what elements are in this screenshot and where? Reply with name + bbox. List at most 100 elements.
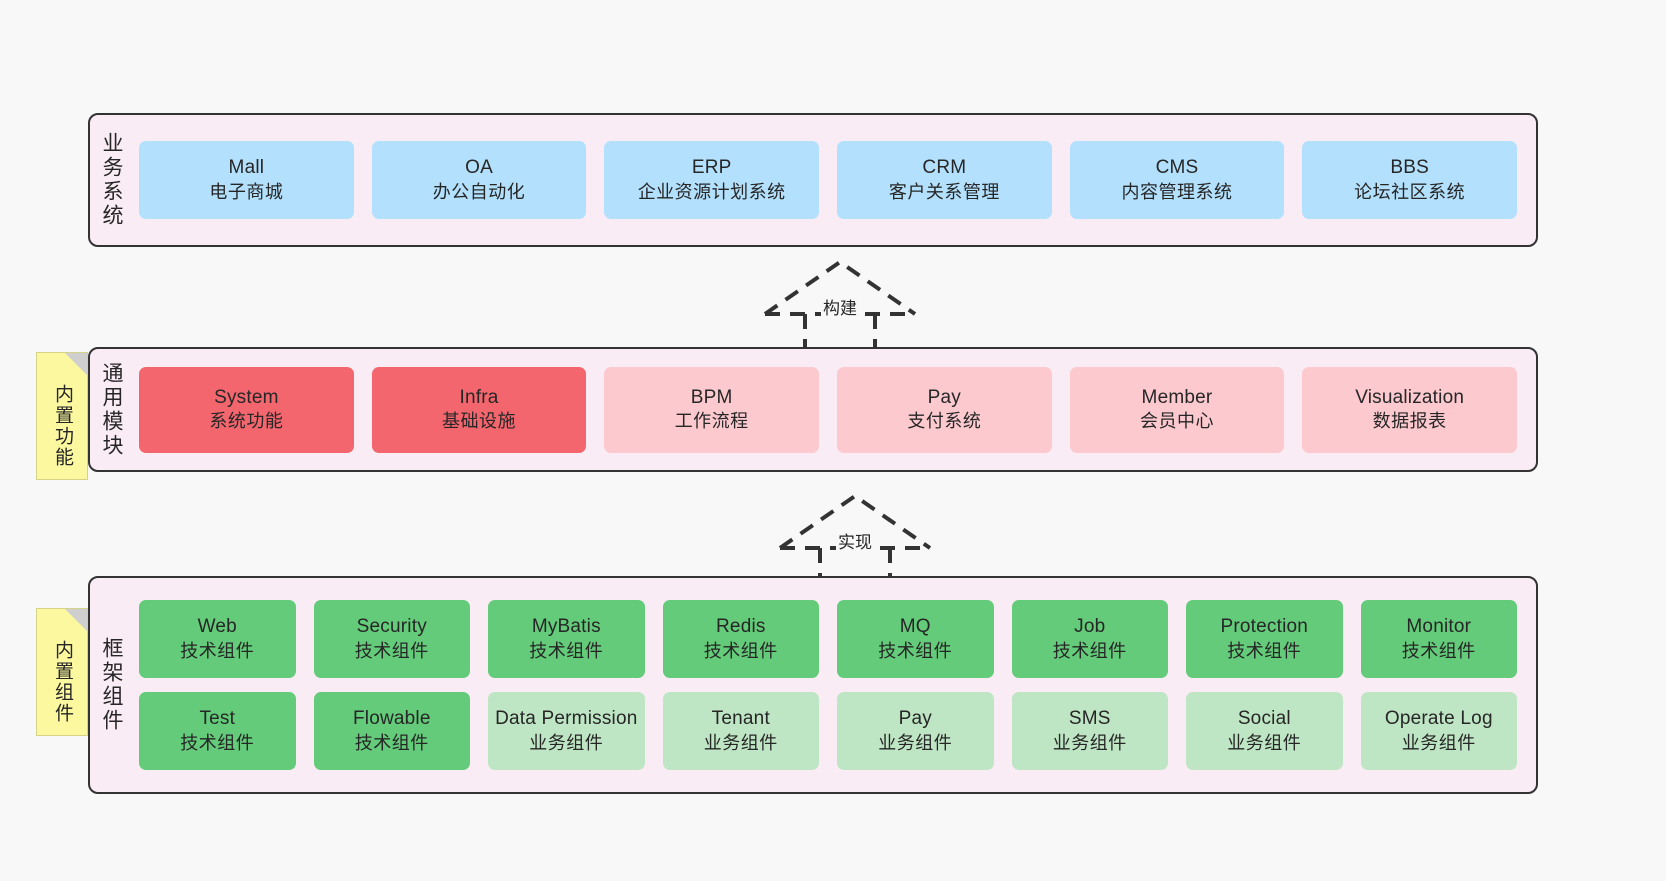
node-cell: Test 技术组件 xyxy=(130,692,305,770)
node-title: Test xyxy=(199,708,236,730)
node-cell: Tenant 业务组件 xyxy=(654,692,829,770)
node-subtitle: 技术组件 xyxy=(529,640,604,661)
node-erp[interactable]: ERP 企业资源计划系统 xyxy=(604,141,820,219)
node-cell: BPM 工作流程 xyxy=(595,366,828,453)
node-cell: ERP 企业资源计划系统 xyxy=(595,141,828,219)
node-cell: Job 技术组件 xyxy=(1003,600,1178,678)
node-visualization[interactable]: Visualization 数据报表 xyxy=(1302,366,1517,453)
note-fold-corner-icon xyxy=(65,609,87,631)
node-subtitle: 数据报表 xyxy=(1372,411,1447,432)
node-subtitle: 技术组件 xyxy=(1227,640,1302,661)
node-subtitle: 企业资源计划系统 xyxy=(637,181,786,202)
node-cell: Visualization 数据报表 xyxy=(1293,366,1526,453)
node-cms[interactable]: CMS 内容管理系统 xyxy=(1069,141,1285,219)
node-mq[interactable]: MQ 技术组件 xyxy=(837,600,994,678)
node-subtitle: 业务组件 xyxy=(1227,732,1302,753)
node-title: Redis xyxy=(716,616,766,638)
framework-row-business: Test 技术组件 Flowable 技术组件 Data Permission … xyxy=(130,692,1526,770)
node-cell: BBS 论坛社区系统 xyxy=(1293,141,1526,219)
node-operate-log[interactable]: Operate Log 业务组件 xyxy=(1360,692,1518,770)
node-security[interactable]: Security 技术组件 xyxy=(313,600,471,678)
node-subtitle: 技术组件 xyxy=(703,640,778,661)
node-title: Operate Log xyxy=(1384,708,1493,730)
node-subtitle: 业务组件 xyxy=(1401,732,1476,753)
node-subtitle: 内容管理系统 xyxy=(1121,181,1233,202)
node-subtitle: 业务组件 xyxy=(1052,732,1127,753)
node-oa[interactable]: OA 办公自动化 xyxy=(371,141,587,219)
framework-row-technical: Web 技术组件 Security 技术组件 MyBatis 技术组件 xyxy=(130,600,1526,678)
node-title: ERP xyxy=(691,157,732,179)
node-subtitle: 电子商城 xyxy=(209,181,284,202)
node-flowable[interactable]: Flowable 技术组件 xyxy=(313,692,471,770)
node-title: BBS xyxy=(1390,157,1429,179)
node-title: SMS xyxy=(1068,708,1111,730)
node-subtitle: 技术组件 xyxy=(180,732,255,753)
connector-build: 构建 xyxy=(755,256,925,354)
connector-implement: 实现 xyxy=(770,490,940,588)
node-infra[interactable]: Infra 基础设施 xyxy=(371,366,587,453)
node-mall[interactable]: Mall 电子商城 xyxy=(139,141,354,219)
node-job[interactable]: Job 技术组件 xyxy=(1011,600,1169,678)
node-cell: Infra 基础设施 xyxy=(363,366,596,453)
node-system[interactable]: System 系统功能 xyxy=(139,366,354,453)
node-subtitle: 会员中心 xyxy=(1140,411,1214,432)
note-builtin-features[interactable]: 内置功能 xyxy=(36,352,88,480)
node-subtitle: 系统功能 xyxy=(209,411,284,432)
node-title: Tenant xyxy=(711,708,770,730)
node-tenant[interactable]: Tenant 业务组件 xyxy=(662,692,820,770)
node-member[interactable]: Member 会员中心 xyxy=(1069,366,1285,453)
node-title: Data Permission xyxy=(495,708,638,730)
node-title: System xyxy=(214,386,279,408)
node-title: Infra xyxy=(459,386,499,408)
node-monitor[interactable]: Monitor 技术组件 xyxy=(1360,600,1518,678)
node-subtitle: 技术组件 xyxy=(1052,640,1127,661)
node-cell: SMS 业务组件 xyxy=(1003,692,1178,770)
node-title: Job xyxy=(1074,616,1106,638)
note-fold-corner-icon xyxy=(65,353,87,375)
node-redis[interactable]: Redis 技术组件 xyxy=(662,600,820,678)
node-title: CMS xyxy=(1155,157,1199,179)
node-subtitle: 论坛社区系统 xyxy=(1354,181,1466,202)
node-cell: Pay 业务组件 xyxy=(828,692,1003,770)
node-subtitle: 技术组件 xyxy=(180,640,255,661)
node-social[interactable]: Social 业务组件 xyxy=(1186,692,1343,770)
node-title: Mall xyxy=(228,157,265,179)
node-crm[interactable]: CRM 客户关系管理 xyxy=(837,141,1052,219)
node-title: Member xyxy=(1141,386,1213,408)
node-cell: Pay 支付系统 xyxy=(828,366,1061,453)
node-cell: MQ 技术组件 xyxy=(828,600,1003,678)
node-protection[interactable]: Protection 技术组件 xyxy=(1186,600,1343,678)
node-subtitle: 技术组件 xyxy=(354,732,429,753)
node-cell: Monitor 技术组件 xyxy=(1352,600,1527,678)
node-bpm[interactable]: BPM 工作流程 xyxy=(604,366,820,453)
node-pay-module[interactable]: Pay 支付系统 xyxy=(837,366,1052,453)
node-test[interactable]: Test 技术组件 xyxy=(139,692,296,770)
node-web[interactable]: Web 技术组件 xyxy=(139,600,296,678)
node-cell: Mall 电子商城 xyxy=(130,141,363,219)
node-title: MQ xyxy=(899,616,931,638)
business-node-grid: Mall 电子商城 OA 办公自动化 ERP 企业资源计划系统 CRM xyxy=(130,115,1536,245)
connector-build-label: 构建 xyxy=(821,294,859,319)
node-cell: Social 业务组件 xyxy=(1177,692,1352,770)
node-subtitle: 业务组件 xyxy=(529,732,604,753)
node-subtitle: 业务组件 xyxy=(878,732,953,753)
layer-common-modules[interactable]: 通用模块 System 系统功能 Infra 基础设施 BPM 工作流程 xyxy=(88,347,1538,472)
node-bbs[interactable]: BBS 论坛社区系统 xyxy=(1302,141,1517,219)
node-data-permission[interactable]: Data Permission 业务组件 xyxy=(488,692,645,770)
node-title: MyBatis xyxy=(531,616,601,638)
layer-framework-components[interactable]: 框架组件 Web 技术组件 Security 技术组件 xyxy=(88,576,1538,794)
note-builtin-components[interactable]: 内置组件 xyxy=(36,608,88,736)
layer-business-system[interactable]: 业务系统 Mall 电子商城 OA 办公自动化 ERP 企业资源计划系统 xyxy=(88,113,1538,247)
framework-node-grid: Web 技术组件 Security 技术组件 MyBatis 技术组件 xyxy=(130,578,1536,792)
layer-label-business-system: 业务系统 xyxy=(100,132,124,228)
node-subtitle: 业务组件 xyxy=(703,732,778,753)
connector-implement-label: 实现 xyxy=(836,528,874,553)
node-pay-component[interactable]: Pay 业务组件 xyxy=(837,692,994,770)
node-sms[interactable]: SMS 业务组件 xyxy=(1011,692,1169,770)
node-cell: OA 办公自动化 xyxy=(363,141,596,219)
node-subtitle: 基础设施 xyxy=(442,411,517,432)
node-cell: Operate Log 业务组件 xyxy=(1352,692,1527,770)
node-mybatis[interactable]: MyBatis 技术组件 xyxy=(488,600,645,678)
node-cell: Member 会员中心 xyxy=(1061,366,1294,453)
